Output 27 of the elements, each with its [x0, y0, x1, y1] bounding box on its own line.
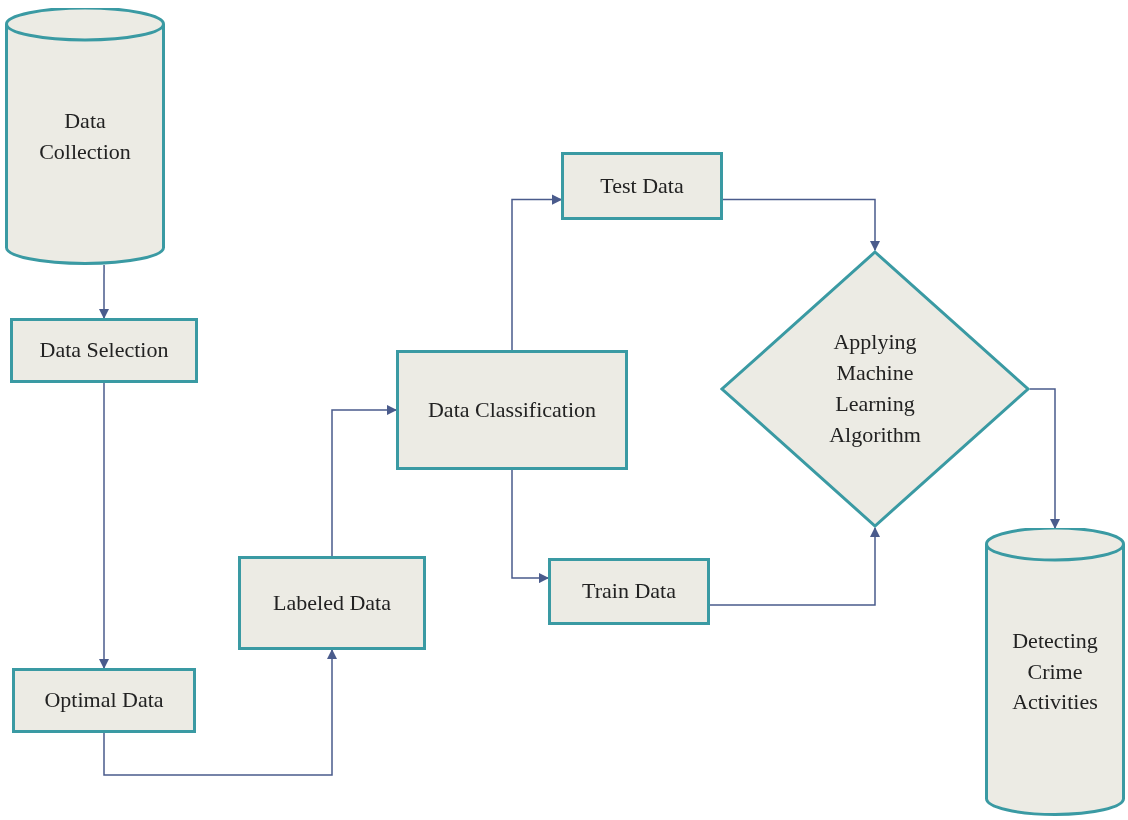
node-label: Optimal Data — [44, 686, 164, 715]
process-box — [12, 668, 196, 733]
database-cylinder — [985, 528, 1125, 816]
decision-diamond — [720, 250, 1030, 528]
database-cylinder — [5, 8, 165, 265]
node-label: Train Data — [582, 577, 676, 606]
node-label: Detecting Crime Activities — [1011, 626, 1099, 717]
process-box — [238, 556, 426, 650]
node-label: Labeled Data — [273, 588, 391, 617]
arrow — [722, 198, 881, 252]
arrow — [331, 404, 398, 557]
node-label: Data Classification — [428, 395, 596, 424]
arrow — [709, 526, 881, 606]
process-box — [396, 350, 628, 470]
node-label: Data Collection — [38, 106, 132, 166]
arrow — [98, 264, 110, 320]
node-label: Test Data — [600, 171, 684, 200]
process-box — [548, 558, 710, 625]
arrow — [1029, 388, 1061, 530]
arrow — [511, 469, 550, 584]
process-box — [561, 152, 723, 220]
arrow — [511, 194, 563, 351]
node-label: Data Selection — [39, 336, 169, 365]
process-box — [10, 318, 198, 383]
arrow — [98, 382, 110, 670]
node-label: Applying Machine Learning Algorithm — [828, 328, 922, 449]
arrow — [103, 648, 338, 776]
